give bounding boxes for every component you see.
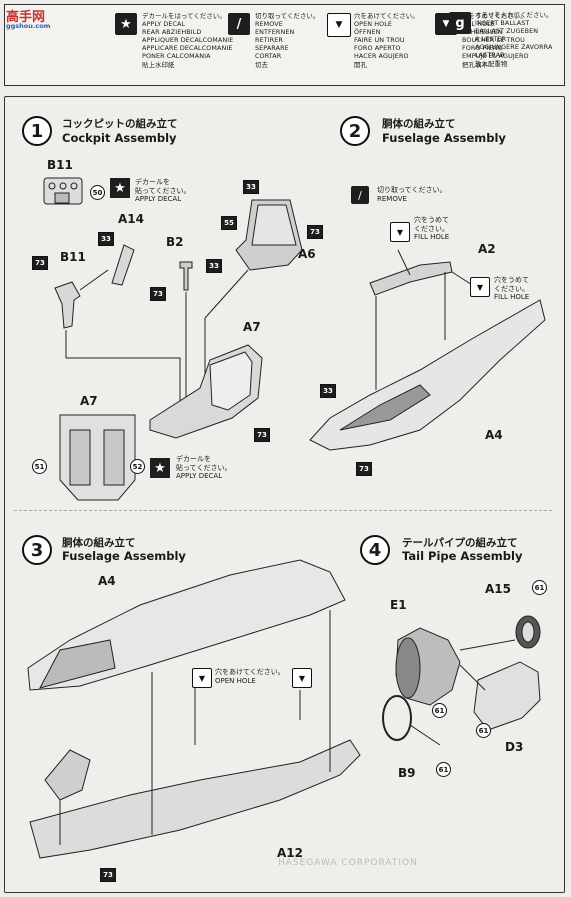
- step-1-title-en: Cockpit Assembly: [62, 131, 177, 145]
- part-label-a4: A4: [485, 428, 503, 442]
- part-label-a14: A14: [118, 212, 144, 226]
- color-code-33-d: 33: [320, 384, 336, 398]
- part-label-b2: B2: [166, 235, 184, 249]
- part-label-a6: A6: [298, 247, 316, 261]
- step-4-number: 4: [360, 535, 390, 565]
- color-code-55: 55: [221, 216, 237, 230]
- color-code-61-d: 61: [436, 762, 451, 777]
- step-3-number: 3: [22, 535, 52, 565]
- remove-note: 切り取ってください。 REMOVE: [377, 186, 447, 203]
- open-hole-icon: ▼: [327, 13, 351, 37]
- step-4-title-jp: テールパイプの組み立て: [402, 537, 518, 549]
- part-label-d3: D3: [505, 740, 524, 754]
- step-3-title-jp: 胴体の組み立て: [62, 537, 136, 549]
- color-code-33-c: 33: [243, 180, 259, 194]
- color-code-73-d: 73: [254, 428, 270, 442]
- part-a14-drawing: [111, 244, 135, 286]
- fill-hole-icon: ▼: [390, 222, 410, 242]
- color-code-73-e: 73: [356, 462, 372, 476]
- step-2-title-jp: 胴体の組み立て: [382, 118, 456, 130]
- color-code-73-f: 73: [100, 868, 116, 882]
- part-label-e1: E1: [390, 598, 407, 612]
- part-label-a7-console: A7: [80, 394, 98, 408]
- part-label-a4-upper: A4: [98, 574, 116, 588]
- part-label-b9: B9: [398, 766, 416, 780]
- remove-icon: /: [228, 13, 250, 35]
- step-2-number: 2: [340, 116, 370, 146]
- fuselage-lower-a12-drawing: [29, 739, 361, 859]
- fill-hole-note-2: 穴をうめて ください。 FILL HOLE: [494, 276, 530, 301]
- color-code-73-b: 73: [150, 287, 166, 301]
- ring-b9-drawing: [382, 695, 412, 741]
- open-hole-icon-2: ▼: [292, 668, 312, 688]
- part-label-a7: A7: [243, 320, 261, 334]
- decal-icon: ★: [110, 178, 130, 198]
- color-code-61: 61: [532, 580, 547, 595]
- color-code-33-b: 33: [206, 259, 222, 273]
- step-2-title-en: Fuselage Assembly: [382, 131, 506, 145]
- instrument-panel-b11-drawing: [43, 177, 83, 205]
- step-1-number: 1: [22, 116, 52, 146]
- part-label-b11-bracket: B11: [60, 250, 86, 264]
- part-b11-drawing: [54, 281, 81, 329]
- color-code-50: 50: [90, 185, 105, 200]
- nozzle-d3-drawing: [473, 661, 541, 731]
- part-label-a12: A12: [277, 846, 303, 860]
- color-code-51: 51: [32, 459, 47, 474]
- apply-decal-note-2: デカールを 貼ってください。 APPLY DECAL: [176, 455, 232, 480]
- color-code-61-b: 61: [432, 703, 447, 718]
- manufacturer-name: HASEGAWA CORPORATION: [278, 858, 418, 868]
- color-code-73: 73: [32, 256, 48, 270]
- apply-decal-note-1: デカールを 貼ってください。 APPLY DECAL: [135, 178, 191, 203]
- remove-icon: /: [351, 186, 369, 204]
- color-code-52: 52: [130, 459, 145, 474]
- color-code-73-c: 73: [307, 225, 323, 239]
- color-code-33: 33: [98, 232, 114, 246]
- decal-icon: ★: [115, 13, 137, 35]
- section-divider: [14, 510, 552, 511]
- part-label-b11: B11: [47, 158, 73, 172]
- symbol-legend: ★ デカールをはってください。 APPLY DECAL REAR ABZIEHB…: [4, 4, 565, 86]
- fill-hole-note-1: 穴をうめて ください。 FILL HOLE: [414, 216, 450, 241]
- part-label-a15: A15: [485, 582, 511, 596]
- decal-icon-2: ★: [150, 458, 170, 478]
- canopy-a2-drawing: [369, 261, 453, 296]
- open-hole-icon: ▼: [192, 668, 212, 688]
- fill-hole-icon-2: ▼: [470, 277, 490, 297]
- open-hole-note: 穴をあけてください。 OPEN HOLE: [215, 668, 285, 685]
- color-code-61-c: 61: [476, 723, 491, 738]
- step-4-title-en: Tail Pipe Assembly: [402, 549, 523, 563]
- part-label-a2: A2: [478, 242, 496, 256]
- step-3-title-en: Fuselage Assembly: [62, 549, 186, 563]
- part-b2-drawing: [179, 261, 193, 291]
- cockpit-insert-drawing: [44, 749, 91, 801]
- ballast-icon: g: [449, 12, 471, 34]
- step-1-title-jp: コックピットの組み立て: [62, 118, 178, 130]
